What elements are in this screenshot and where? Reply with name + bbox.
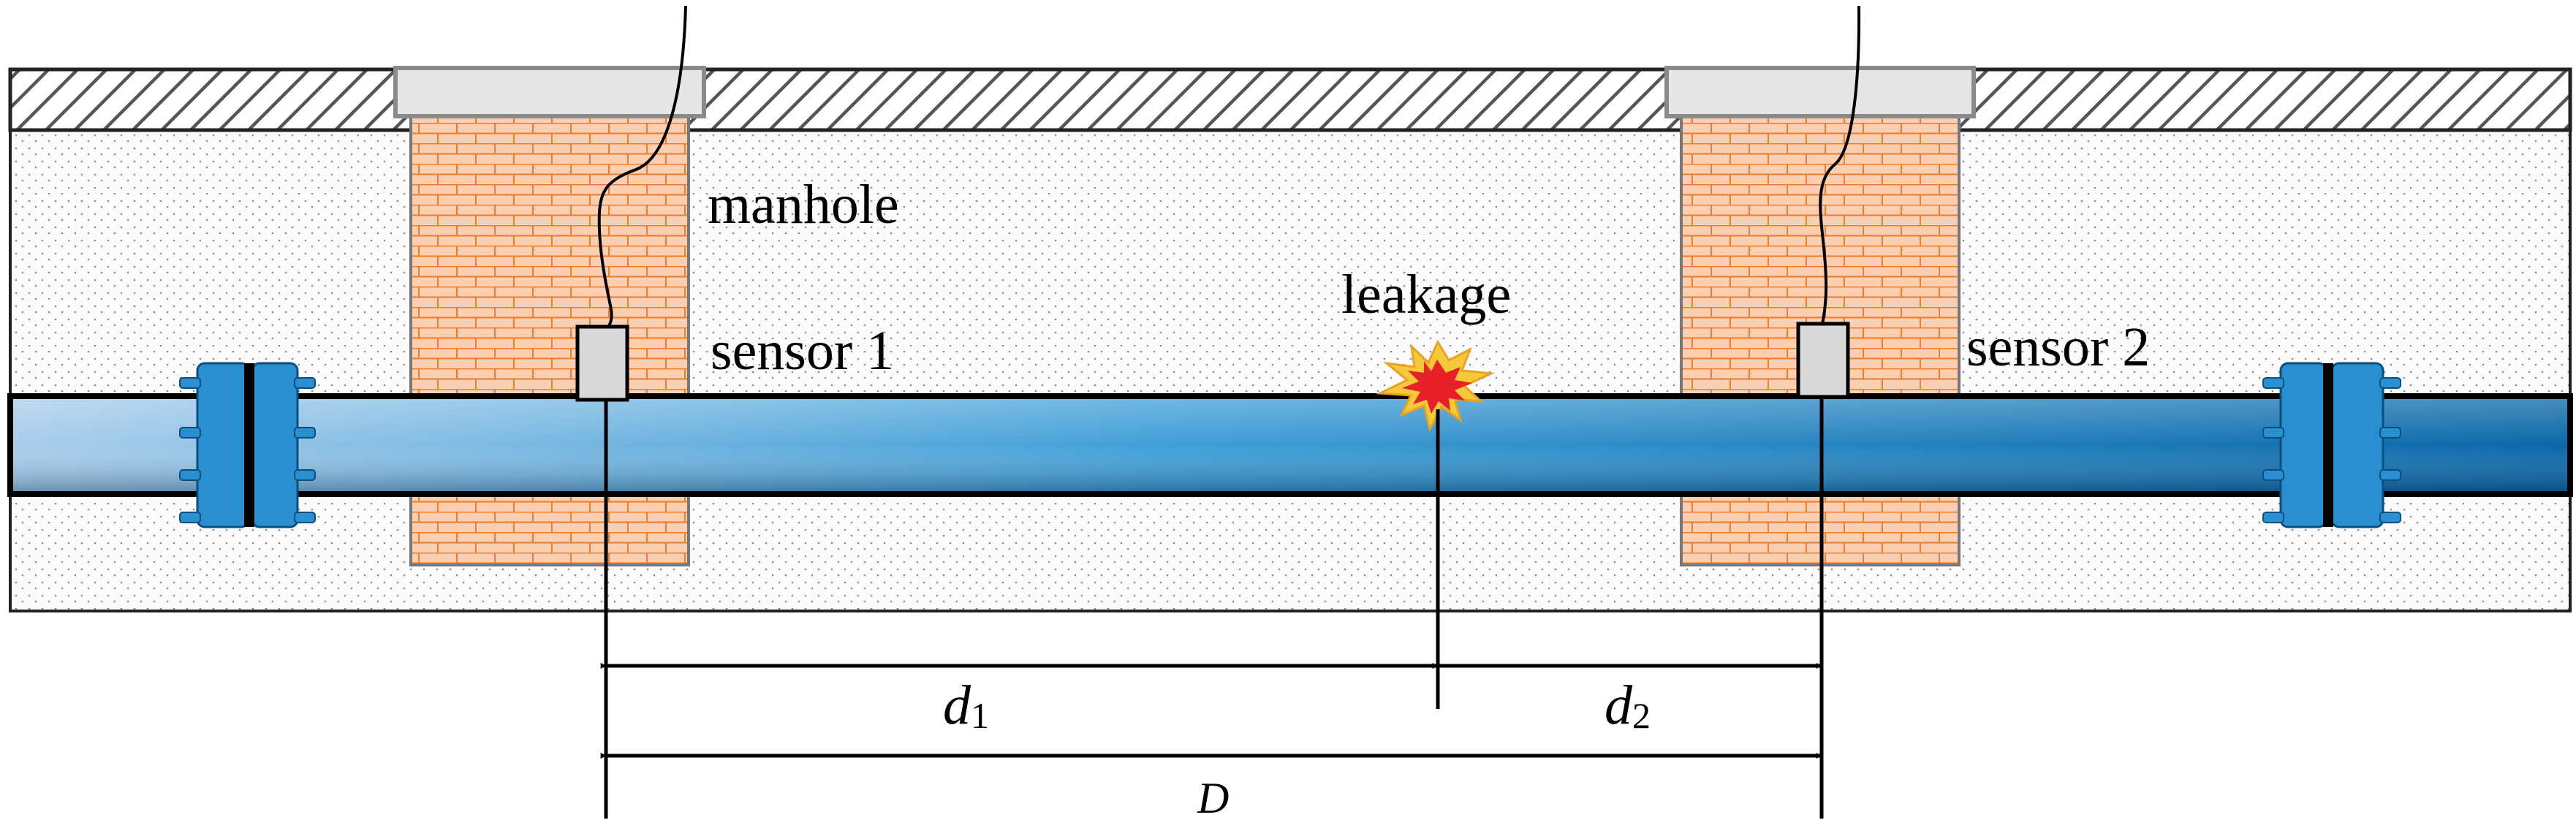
- leak-burst-icon: [1376, 339, 1496, 433]
- sensor-1-cable: [597, 5, 687, 332]
- d1-symbol: d: [943, 675, 971, 736]
- sensor-2-label: sensor 2: [1966, 316, 2150, 378]
- d2-symbol: d: [1605, 675, 1633, 736]
- pipe: [7, 393, 2573, 497]
- pipe-coupling-icon: [179, 362, 316, 528]
- manhole-1-cover: [393, 66, 706, 118]
- pipe-shading: [13, 399, 2567, 491]
- d2-label: d2: [1605, 675, 1651, 736]
- soil-layer: [9, 129, 2572, 612]
- manhole-2-cover: [1664, 66, 1976, 118]
- leakage-label: leakage: [1341, 264, 1511, 325]
- d1-subscript: 1: [971, 695, 989, 736]
- sensor-box-icon: [1796, 322, 1850, 399]
- manhole-1-shaft: [409, 114, 690, 566]
- manhole-label: manhole: [708, 174, 899, 235]
- d1-label: d1: [943, 675, 989, 736]
- total-distance-label: D: [1197, 774, 1229, 822]
- sensor-2-cable: [1819, 5, 1861, 328]
- sensor-box-icon: [575, 325, 629, 402]
- pipe-coupling-icon: [2262, 362, 2401, 528]
- d2-subscript: 2: [1632, 695, 1651, 736]
- sensor-1-label: sensor 1: [711, 320, 894, 382]
